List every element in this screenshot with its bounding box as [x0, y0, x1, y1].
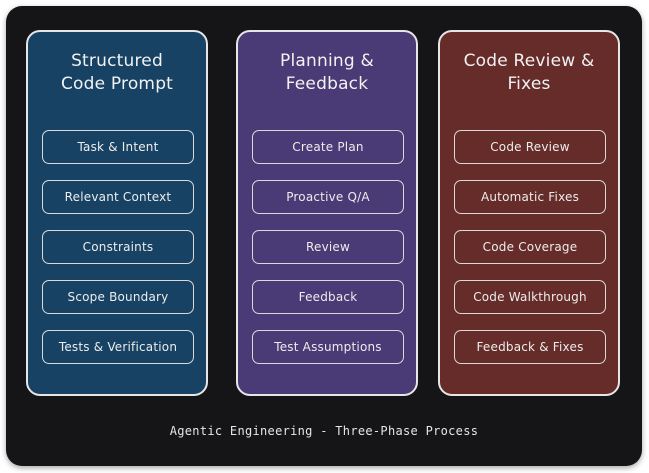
phase-title-line2: Feedback	[285, 74, 369, 94]
step-box: Constraints	[42, 230, 194, 264]
step-box: Code Walkthrough	[454, 280, 606, 314]
step-box: Relevant Context	[42, 180, 194, 214]
step-box: Code Coverage	[454, 230, 606, 264]
phase-title-line2: Code Prompt	[60, 74, 174, 94]
phase-title-line1: Planning &	[280, 51, 374, 71]
phase-title: Planning & Feedback	[238, 50, 416, 96]
phase-title-line1: Code Review &	[463, 51, 595, 71]
phase-title: Code Review & Fixes	[440, 50, 618, 96]
step-box: Test Assumptions	[252, 330, 404, 364]
phase-structured-code-prompt: Structured Code Prompt Task & Intent Rel…	[26, 30, 208, 396]
phase-title-line2: Fixes	[507, 74, 551, 94]
step-box: Code Review	[454, 130, 606, 164]
step-box: Tests & Verification	[42, 330, 194, 364]
step-box: Task & Intent	[42, 130, 194, 164]
step-box: Feedback	[252, 280, 404, 314]
step-box: Review	[252, 230, 404, 264]
diagram-frame: Structured Code Prompt Task & Intent Rel…	[6, 6, 642, 466]
step-box: Proactive Q/A	[252, 180, 404, 214]
phase-planning-feedback: Planning & Feedback Create Plan Proactiv…	[236, 30, 418, 396]
step-box: Automatic Fixes	[454, 180, 606, 214]
step-box: Create Plan	[252, 130, 404, 164]
step-box: Scope Boundary	[42, 280, 194, 314]
phase-title: Structured Code Prompt	[28, 50, 206, 96]
phase-code-review-fixes: Code Review & Fixes Code Review Automati…	[438, 30, 620, 396]
step-box: Feedback & Fixes	[454, 330, 606, 364]
diagram-caption: Agentic Engineering - Three-Phase Proces…	[169, 424, 479, 438]
phase-title-line1: Structured	[71, 51, 163, 71]
